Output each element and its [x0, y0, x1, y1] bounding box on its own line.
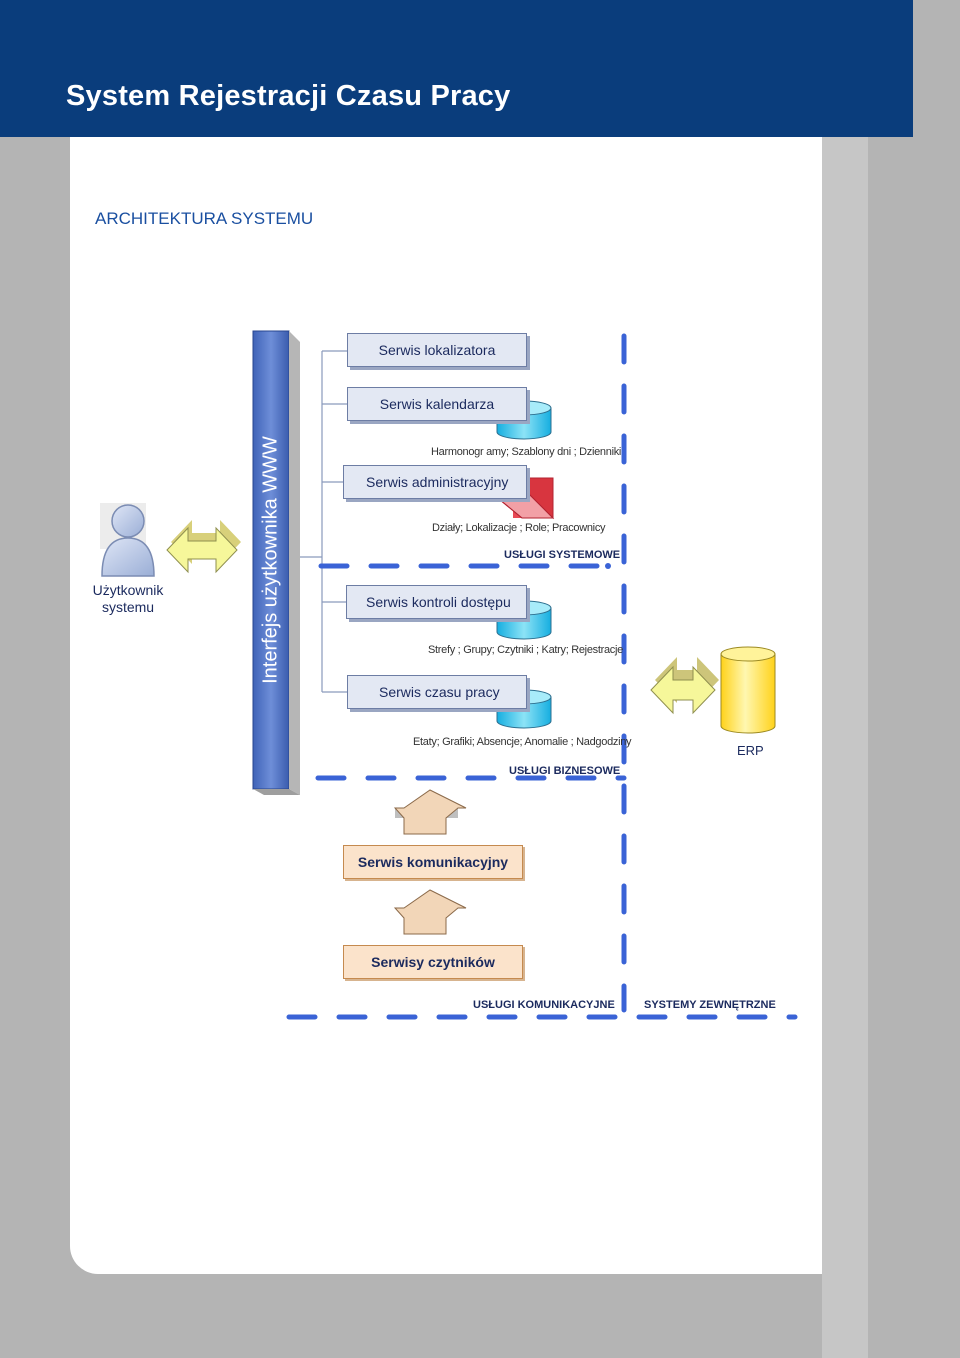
admin-data-note: Działy; Lokalizacje ; Role; Pracownicy	[432, 522, 606, 534]
readers-service-label: Serwisy czytników	[371, 954, 495, 970]
locator-service-box[interactable]: Serwis lokalizatora	[347, 333, 527, 367]
vertical-double-arrow-icon	[393, 789, 467, 835]
communication-services-label: USŁUGI KOMUNIKACYJNE	[473, 999, 615, 1011]
group-dashed-outlines	[286, 333, 798, 1020]
user-icon	[100, 503, 155, 577]
worktime-service-label: Serwis czasu pracy	[379, 684, 500, 700]
external-systems-label: SYSTEMY ZEWNĘTRZNE	[644, 999, 776, 1011]
communication-service-label: Serwis komunikacyjny	[357, 854, 509, 870]
user-label-line1: Użytkownik	[92, 582, 164, 598]
connector-lines	[300, 350, 348, 693]
access-service-label: Serwis kontroli dostępu	[366, 594, 511, 610]
double-arrow-icon	[166, 520, 241, 574]
web-interface-label: Interfejs użytkownika WWW	[259, 436, 282, 684]
page-header	[0, 0, 913, 137]
business-services-label: USŁUGI BIZNESOWE	[509, 765, 621, 777]
erp-double-arrow-icon	[650, 657, 719, 715]
worktime-data-note: Etaty; Grafiki; Absencje; Anomalie ; Nad…	[413, 736, 632, 748]
access-data-note: Strefy ; Grupy; Czytniki ; Katry; Rejest…	[428, 644, 623, 656]
admin-service-label: Serwis administracyjny	[366, 474, 509, 490]
web-interface-bar	[252, 330, 300, 795]
vertical-double-arrow-icon	[393, 889, 467, 935]
user-label: Użytkownik systemu	[88, 582, 168, 616]
side-strip	[822, 137, 868, 1358]
erp-label: ERP	[737, 743, 764, 758]
section-title: ARCHITEKTURA SYSTEMU	[95, 209, 314, 228]
system-services-label: USŁUGI SYSTEMOWE	[504, 549, 621, 561]
erp-database-icon	[720, 646, 776, 734]
locator-service-label: Serwis lokalizatora	[378, 342, 496, 358]
admin-service-box[interactable]: Serwis administracyjny	[343, 465, 527, 499]
access-service-box[interactable]: Serwis kontroli dostępu	[346, 585, 527, 619]
page-title: System Rejestracji Czasu Pracy	[66, 80, 511, 112]
readers-service-box[interactable]: Serwisy czytników	[343, 945, 523, 979]
user-label-line2: systemu	[101, 599, 155, 615]
calendar-service-label: Serwis kalendarza	[379, 396, 495, 412]
calendar-data-note: Harmonogr amy; Szablony dni ; Dzienniki	[431, 446, 622, 458]
calendar-service-box[interactable]: Serwis kalendarza	[347, 387, 527, 421]
communication-service-box[interactable]: Serwis komunikacyjny	[343, 845, 523, 879]
worktime-service-box[interactable]: Serwis czasu pracy	[347, 675, 527, 709]
